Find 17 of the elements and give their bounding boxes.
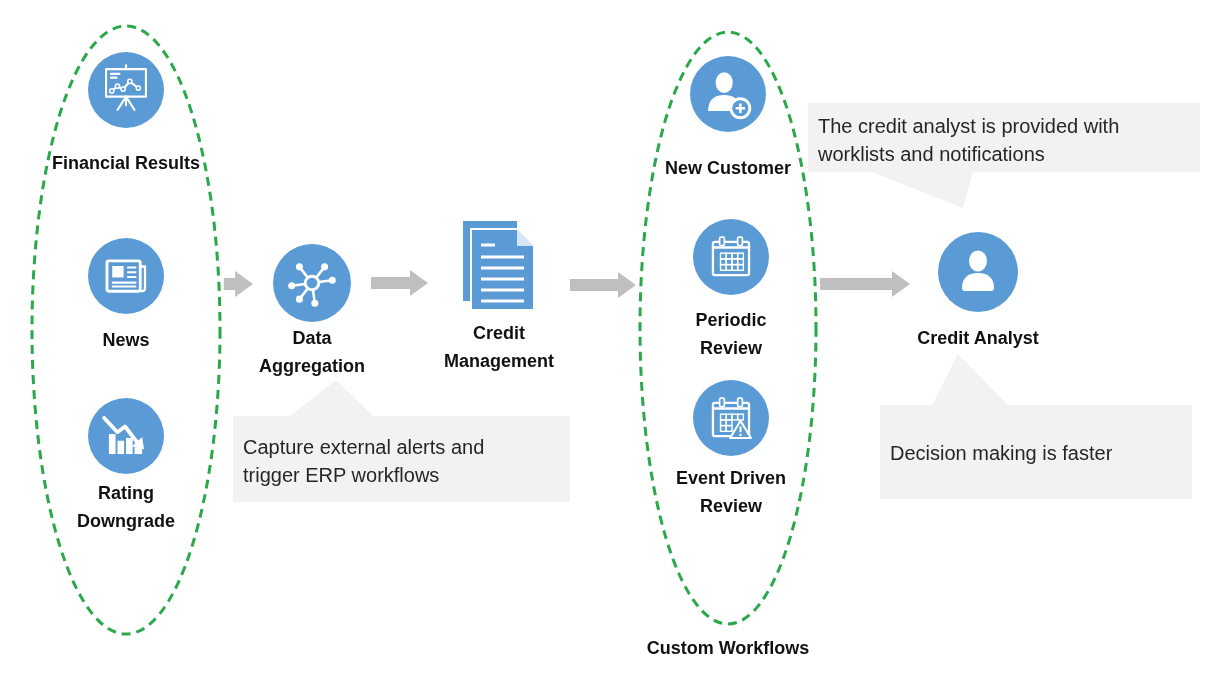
node-label: News: [102, 329, 150, 352]
node-label: New Customer: [665, 157, 791, 180]
block-arrow: [570, 272, 636, 298]
callout-text: The credit analyst is provided with worklists and notifications: [818, 114, 1121, 167]
block-arrow: [820, 271, 910, 297]
node-label: Financial Results: [51, 152, 200, 175]
node-label: Credit Analyst: [917, 327, 1039, 350]
node-label: Event Driven Review: [674, 467, 787, 518]
callout-text: Decision making is faster: [890, 441, 1114, 466]
node-label: Credit Management: [443, 322, 555, 373]
callout-text: Capture external alerts and trigger ERP workflows: [243, 435, 486, 488]
block-arrow: [371, 270, 428, 296]
node-label: Periodic Review: [694, 309, 768, 360]
node-label: Rating Downgrade: [76, 482, 176, 533]
group-heading: Custom Workflows: [646, 637, 810, 660]
block-arrow: [223, 271, 253, 297]
node-label: Data Aggregation: [258, 327, 366, 378]
